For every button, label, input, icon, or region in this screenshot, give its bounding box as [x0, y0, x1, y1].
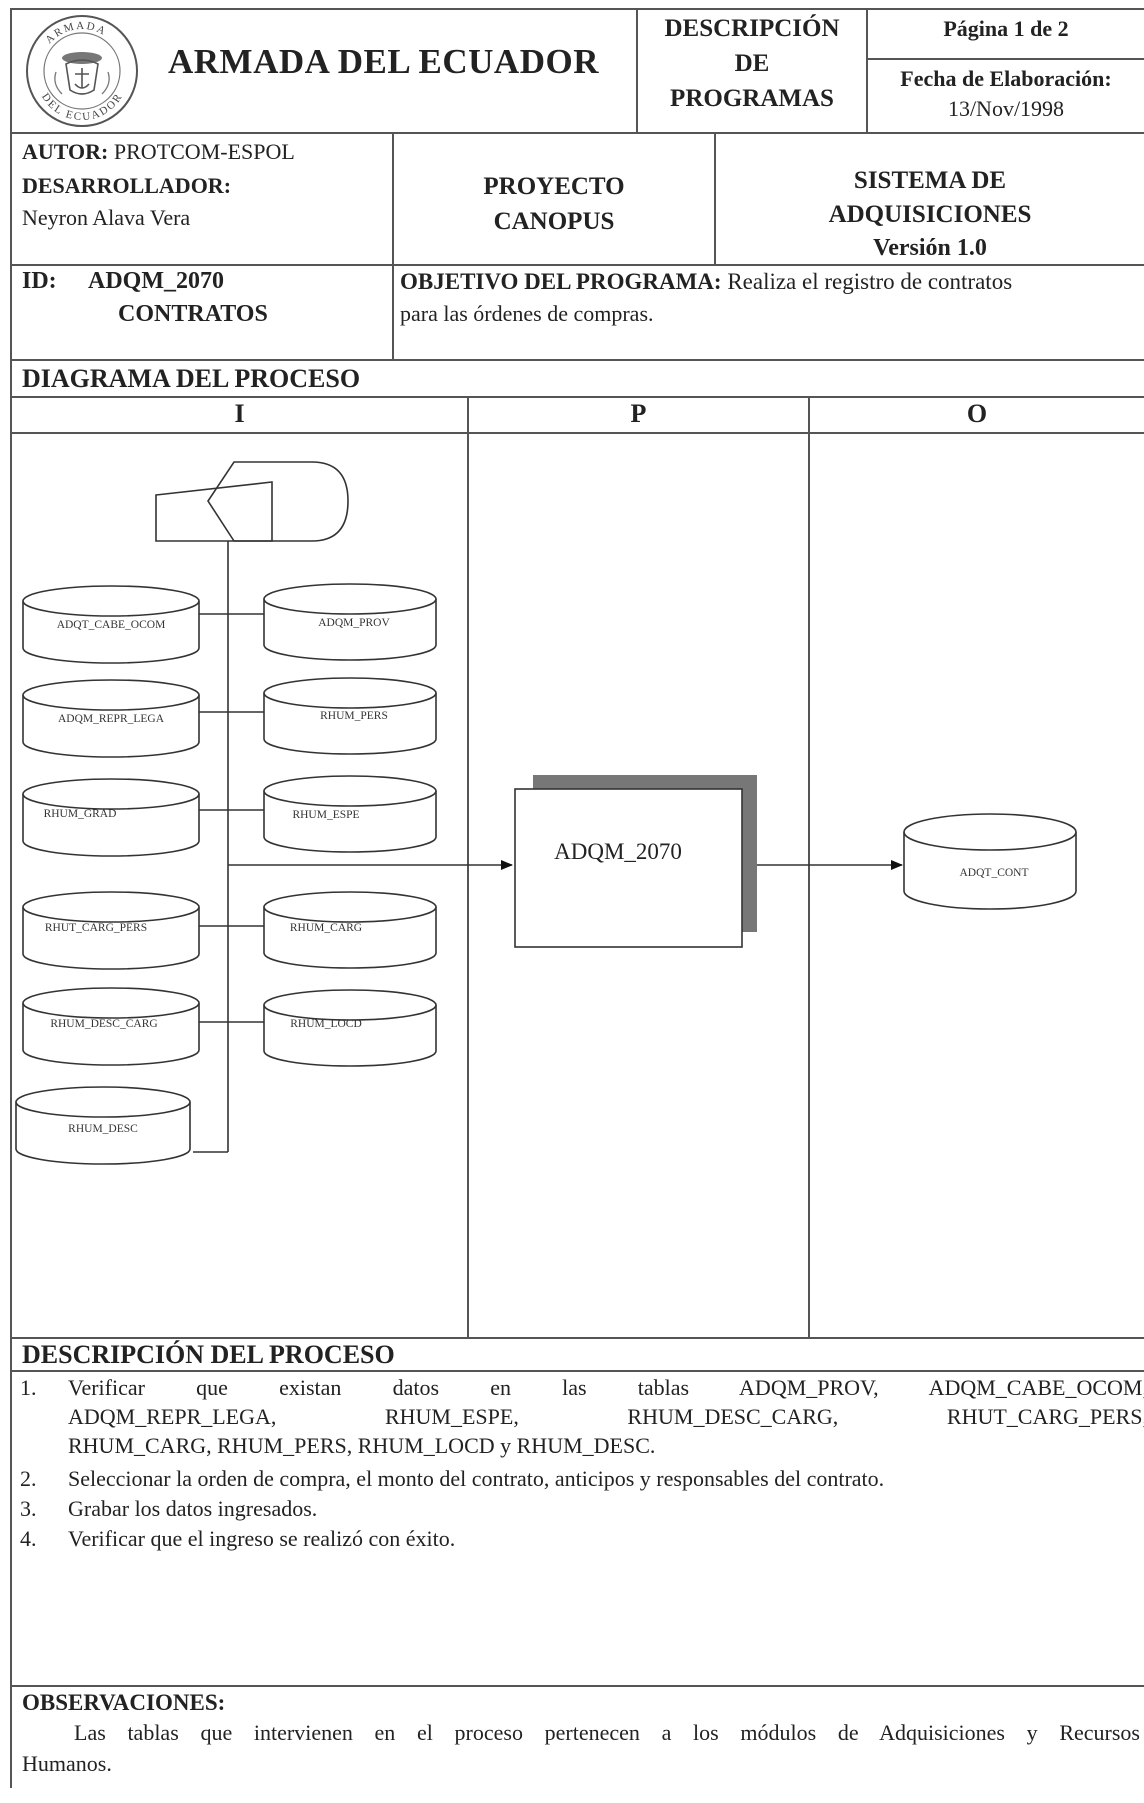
observations-text-line-2: Humanos.	[22, 1751, 112, 1776]
system-line-2: ADQUISICIONES	[828, 201, 1032, 228]
output-table-label: ADQT_CONT	[960, 867, 1029, 879]
divider	[10, 432, 1144, 434]
db-table-label: RHUM_GRAD	[44, 808, 117, 820]
page-number: Página 1 de 2	[943, 16, 1069, 41]
db-table-label: ADQM_PROV	[318, 617, 390, 629]
process-box: ADQM_2070	[514, 775, 757, 948]
divider	[10, 1685, 1144, 1687]
divider	[866, 58, 1144, 60]
project-line-1: PROYECTO	[483, 173, 625, 200]
list-item-text-line: Grabar los datos ingresados.	[68, 1496, 318, 1521]
db-table: RHUM_GRAD	[22, 778, 200, 857]
date-value: 13/Nov/1998	[947, 96, 1065, 121]
border-left	[10, 8, 12, 1788]
program-id-name: CONTRATOS	[118, 301, 268, 327]
divider	[866, 8, 868, 133]
db-table-label: RHUM_PERS	[320, 710, 388, 722]
db-table: RHUT_CARG_PERS	[22, 891, 200, 970]
divider	[10, 396, 1144, 398]
objective-label: OBJETIVO DEL PROGRAMA:	[400, 269, 722, 294]
doc-type-line-1: DESCRIPCIÓN	[664, 15, 840, 42]
input-display-symbol	[155, 461, 349, 542]
divider	[10, 359, 1144, 361]
list-item-number: 3.	[20, 1496, 37, 1521]
divider	[10, 264, 1144, 266]
divider	[10, 1370, 1144, 1372]
connector-lines	[193, 541, 903, 1153]
program-id-label: ID:	[22, 268, 57, 294]
db-table-label: RHUM_CARG	[290, 922, 362, 934]
db-table: RHUM_ESPE	[263, 775, 437, 853]
column-output-header: O	[966, 399, 988, 428]
divider	[392, 133, 394, 360]
border-top	[10, 8, 1144, 10]
divider	[10, 1337, 1144, 1339]
navy-seal-logo: ARMADA DEL ECUADOR	[26, 15, 138, 127]
db-table: RHUM_LOCD	[263, 989, 437, 1067]
list-item: 4. Verificar que el ingreso se realizó c…	[20, 1525, 1140, 1553]
developer-value: Neyron Alava Vera	[22, 205, 191, 230]
db-table: ADQT_CABE_OCOM	[22, 585, 200, 664]
db-table-label: RHUT_CARG_PERS	[45, 922, 147, 934]
list-item: 2. Seleccionar la orden de compra, el mo…	[20, 1465, 1140, 1493]
author-label: AUTOR:	[22, 139, 109, 164]
list-item-number: 2.	[20, 1466, 37, 1491]
divider	[636, 8, 638, 133]
project-line-2: CANOPUS	[493, 208, 615, 235]
list-item-text-line: ADQM_REPR_LEGA, RHUM_ESPE, RHUM_DESC_CAR…	[68, 1404, 1144, 1429]
divider	[10, 132, 1144, 134]
description-section-title: DESCRIPCIÓN DEL PROCESO	[22, 1340, 395, 1369]
db-table: RHUM_CARG	[263, 891, 437, 969]
list-item-text-line: Verificar que existan datos en las tabla…	[68, 1375, 1144, 1400]
list-item: 1. Verificar que existan datos en las ta…	[20, 1374, 1144, 1464]
author: AUTOR: PROTCOM-ESPOL	[22, 138, 295, 166]
db-table-label: ADQM_REPR_LEGA	[58, 713, 165, 725]
developer-label: DESARROLLADOR:	[22, 173, 232, 198]
db-table: RHUM_DESC_CARG	[22, 987, 200, 1066]
db-table-label: RHUM_DESC	[68, 1123, 138, 1135]
divider	[467, 396, 469, 1338]
db-table-label: RHUM_ESPE	[292, 809, 359, 821]
observations-text-line-1: Las tablas que intervienen en el proceso…	[74, 1720, 1140, 1745]
list-item-text-line: Seleccionar la orden de compra, el monto…	[68, 1466, 885, 1491]
doc-type-line-2: DE	[734, 50, 770, 77]
system-line-1: SISTEMA DE	[853, 167, 1007, 194]
process-diagram: ADQT_CABE_OCOM ADQM_REPR_LEGA RHUM_GRAD …	[15, 461, 1077, 1165]
db-table: RHUM_PERS	[263, 677, 437, 755]
divider	[714, 133, 716, 265]
list-item-number: 1.	[20, 1375, 37, 1400]
logo-text-bottom: DEL ECUADOR	[39, 91, 125, 124]
list-item-number: 4.	[20, 1526, 37, 1551]
db-table-label: ADQT_CABE_OCOM	[57, 619, 166, 631]
list-item-text-line: Verificar que el ingreso se realizó con …	[68, 1526, 456, 1551]
divider	[808, 396, 810, 1338]
program-id-value: ADQM_2070	[88, 268, 224, 294]
column-input-header: I	[234, 399, 245, 428]
date-label: Fecha de Elaboración:	[900, 66, 1112, 91]
process-name: ADQM_2070	[554, 839, 682, 864]
db-table: ADQM_REPR_LEGA	[22, 679, 200, 758]
db-table: RHUM_DESC	[15, 1086, 191, 1165]
db-table-label: RHUM_DESC_CARG	[50, 1018, 157, 1030]
list-item-text-line: RHUM_CARG, RHUM_PERS, RHUM_LOCD y RHUM_D…	[68, 1433, 656, 1458]
author-value: PROTCOM-ESPOL	[113, 139, 295, 164]
observations-section-title: OBSERVACIONES:	[22, 1690, 226, 1715]
org-name: ARMADA DEL ECUADOR	[168, 42, 599, 81]
objective-line-2: para las órdenes de compras.	[400, 301, 654, 326]
column-process-header: P	[630, 399, 647, 428]
db-table: ADQT_CONT	[903, 813, 1077, 910]
diagram-section-title: DIAGRAMA DEL PROCESO	[22, 364, 361, 393]
list-item: 3. Grabar los datos ingresados.	[20, 1495, 1140, 1523]
db-table: ADQM_PROV	[263, 583, 437, 661]
objective-line-1: Realiza el registro de contratos	[727, 269, 1013, 294]
objective: OBJETIVO DEL PROGRAMA: Realiza el regist…	[400, 268, 1012, 296]
system-line-3: Versión 1.0	[873, 235, 987, 261]
db-table-label: RHUM_LOCD	[290, 1018, 362, 1030]
doc-type-line-3: PROGRAMAS	[670, 85, 834, 112]
